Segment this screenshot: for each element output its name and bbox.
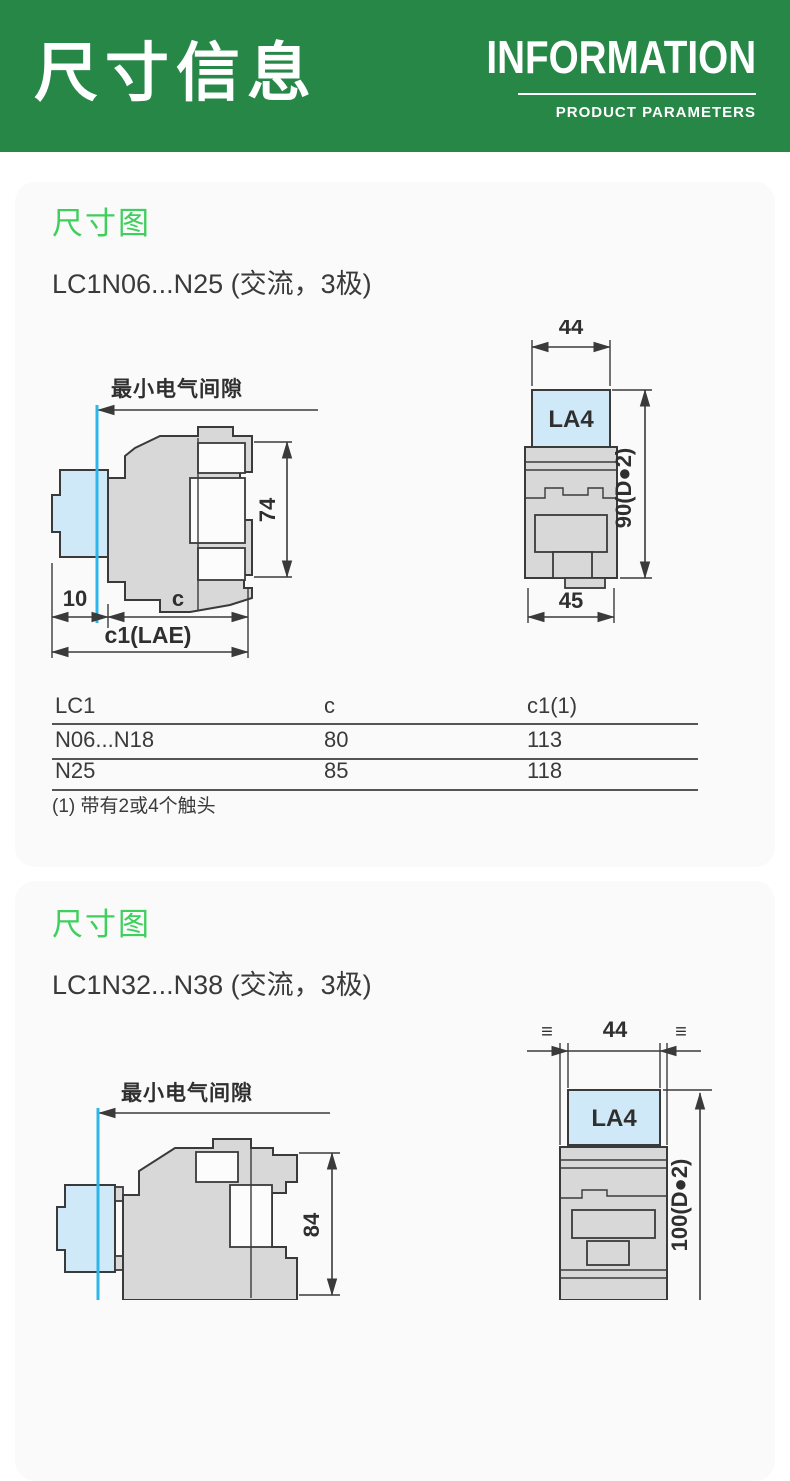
header-right-block: INFORMATION PRODUCT PARAMETERS [435, 30, 756, 121]
page: { "header": { "title": "尺寸信息", "subtitle… [0, 0, 790, 1300]
la4-label-2: LA4 [591, 1105, 637, 1132]
dim-45-label: 45 [559, 588, 583, 613]
table-cell: 80 [324, 727, 349, 752]
table-header-c1: c1(1) [527, 693, 578, 718]
front-inset-small-rect [552, 551, 593, 579]
front-inset-small-rect-2 [586, 1240, 630, 1266]
page-header: 尺寸信息 INFORMATION PRODUCT PARAMETERS [0, 0, 790, 152]
front-inset-rect [534, 514, 608, 553]
table-cell: 85 [324, 758, 349, 783]
side-view-terminal-bottom [197, 547, 246, 581]
dim-74-label: 74 [255, 497, 280, 522]
dim-c-label: c [172, 586, 184, 611]
dim-10-label: 10 [63, 586, 87, 611]
clearance-label-2: 最小电气间隙 [121, 1081, 253, 1105]
table-row: N25 85 118 [52, 758, 698, 791]
table-cell: 113 [527, 727, 563, 752]
dim-c1-label: c1(LAE) [105, 622, 192, 648]
side-view-terminal-top-2 [195, 1151, 239, 1183]
dim-44-label: 44 [559, 320, 584, 339]
dim-44-label-2: 44 [603, 1017, 628, 1042]
dimension-table: LC1 c c1(1) N06...N18 80 113 N25 85 118 [52, 693, 698, 791]
page-title: 尺寸信息 [34, 37, 318, 109]
dim-100-label: 100(D●2) [667, 1159, 692, 1252]
table-header-c: c [324, 693, 335, 718]
section1-subtitle: LC1N06...N25 (交流，3极) [52, 269, 372, 299]
side-view-add-on-block [51, 469, 109, 558]
clamp-tab [114, 1255, 124, 1271]
la4-module-box-2 [567, 1089, 661, 1146]
section2-heading: 尺寸图 [52, 907, 151, 942]
clamp-tab [114, 1186, 124, 1202]
table-footnote: (1) 带有2或4个触头 [52, 796, 216, 817]
side-view-terminal-mid [189, 477, 246, 544]
dim-84-label: 84 [299, 1212, 324, 1237]
front-bottom-tab [564, 577, 606, 589]
table-header-lc1: LC1 [55, 693, 96, 718]
dim-90-label: 90(D●2) [611, 448, 636, 529]
table-cell: N06...N18 [55, 727, 155, 752]
header-tagline: PRODUCT PARAMETERS [555, 104, 756, 121]
diagram-lc1n32-n38: 最小电气间隙 84 ≡ ≡ 44 LA4 [56, 1017, 712, 1300]
table-cell: N25 [55, 758, 96, 783]
diagram-lc1n06-n25: 最小电气间隙 74 10 c c1(LAE) 44 LA4 [51, 320, 652, 658]
dimension-card-2: 尺寸图 LC1N32...N38 (交流，3极) 最小电气间隙 84 ≡ ≡ 4… [15, 881, 775, 1481]
equal-mark-right: ≡ [675, 1021, 687, 1043]
equal-mark-left: ≡ [541, 1021, 553, 1043]
la4-label: LA4 [548, 406, 594, 433]
header-divider [518, 93, 756, 95]
section1-heading: 尺寸图 [52, 206, 151, 241]
dimension-card-1: 尺寸图 LC1N06...N25 (交流，3极) 最小电气间隙 74 10 c [15, 182, 775, 867]
side-view-terminal-top [197, 442, 246, 474]
table-row: N06...N18 80 113 [52, 725, 698, 760]
table-header-row: LC1 c c1(1) [52, 693, 698, 725]
front-clip-band [525, 487, 617, 499]
header-english-title: INFORMATION [486, 31, 756, 83]
side-view-add-on-block-2 [56, 1184, 116, 1273]
front-inset-rect-2 [571, 1209, 656, 1239]
section2-subtitle: LC1N32...N38 (交流，3极) [52, 970, 372, 1000]
front-clip-band-2 [560, 1189, 667, 1199]
clearance-label: 最小电气间隙 [111, 377, 243, 401]
contactor-side-view-body-2 [122, 1138, 298, 1300]
table-cell: 118 [527, 758, 563, 783]
